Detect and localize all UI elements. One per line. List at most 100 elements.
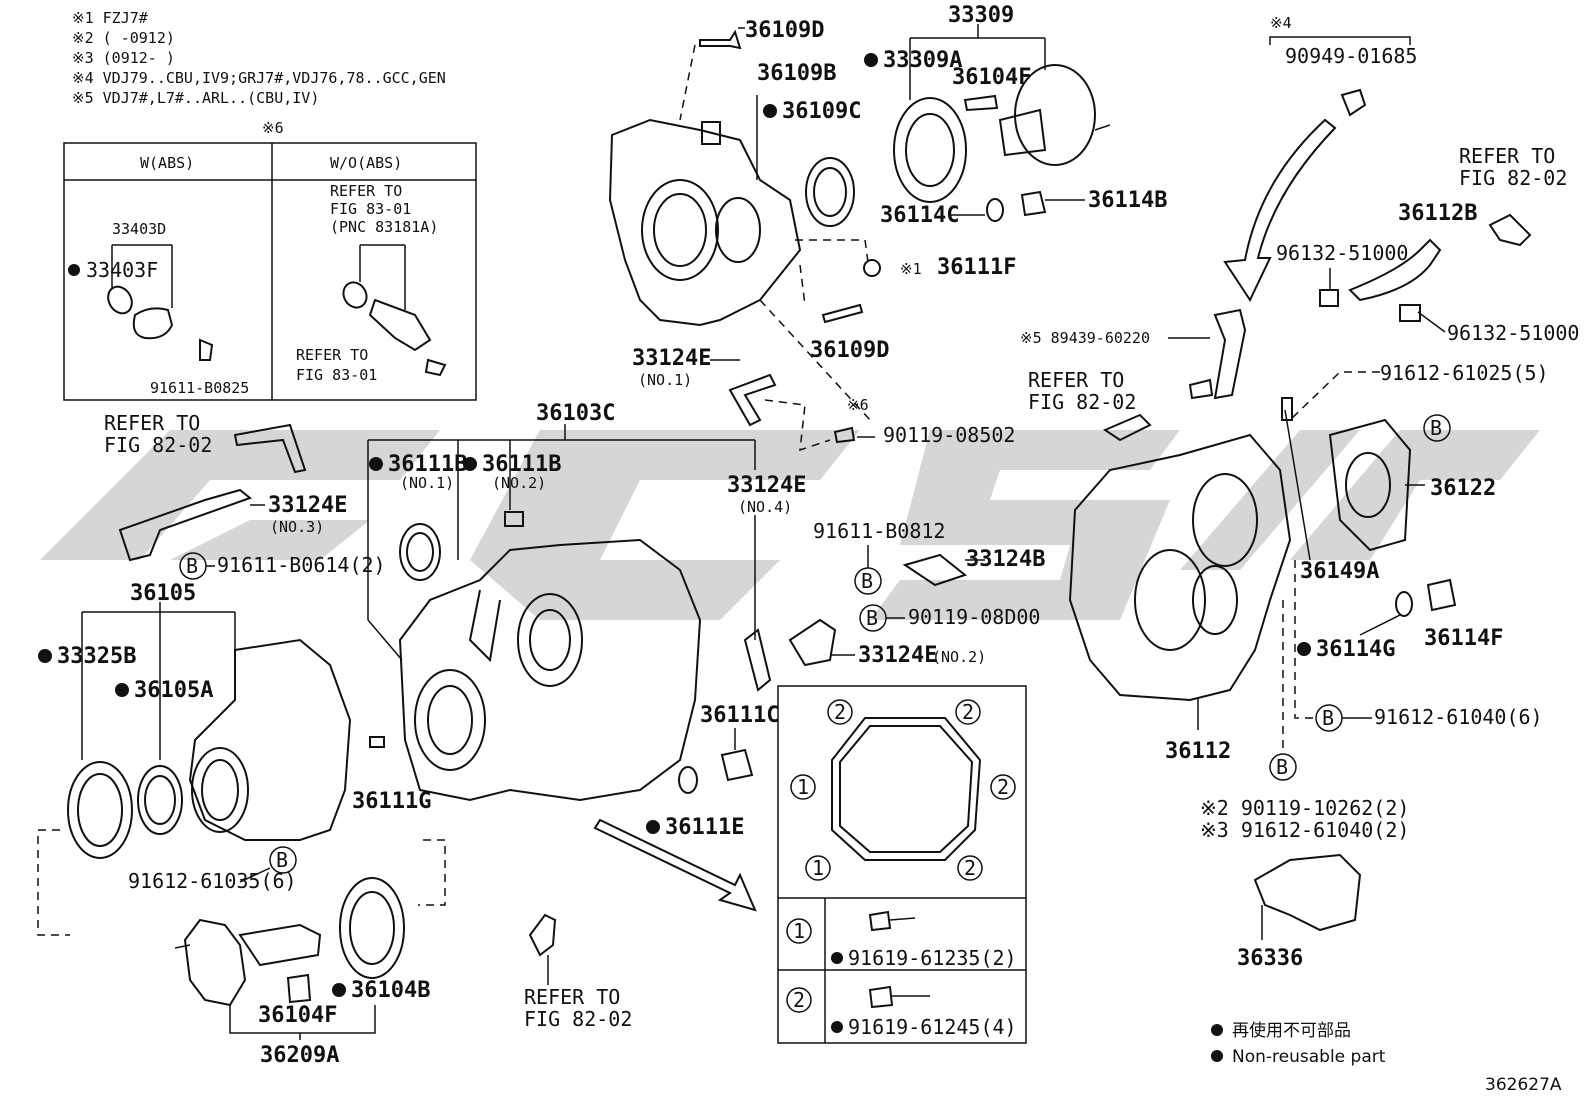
mark-1: ※1	[900, 260, 922, 278]
label-36209A: 36209A	[260, 1043, 339, 1068]
label-no1: (NO.1)	[638, 371, 692, 389]
svg-text:2: 2	[834, 700, 846, 724]
note-5: ※5 VDJ7#,L7#..ARL..(CBU,IV)	[72, 89, 319, 107]
label-36149A: 36149A	[1300, 559, 1379, 584]
label-36112: 36112	[1165, 739, 1231, 764]
label-36109C: 36109C	[782, 99, 861, 124]
label-36111B-a: 36111B	[388, 452, 467, 477]
label-36104F-top: 36104F	[952, 65, 1031, 90]
label-91611-B0614: 91611-B0614(2)	[217, 553, 386, 577]
label-90119-08502: 90119-08502	[883, 423, 1015, 447]
label-91612-61040: 91612-61040(6)	[1374, 705, 1543, 729]
svg-text:B: B	[1430, 416, 1442, 440]
gasket-box: 2 2 1 2 1 2 1 91619-61235(2) 2 91619-612…	[777, 685, 1027, 1044]
label-36105: 36105	[130, 581, 196, 606]
label-91611-B0812: 91611-B0812	[813, 519, 945, 543]
label-no2: (NO.2)	[932, 648, 986, 666]
watermark-logo	[40, 430, 1540, 620]
label-91611-B0825: 91611-B0825	[150, 379, 249, 397]
abs-table: ※6 W(ABS) W/O(ABS) 33403D 33403F 91611-B…	[63, 119, 477, 401]
label-96132-a: 96132-51000	[1276, 241, 1408, 265]
note-2: ※2 ( -0912)	[72, 29, 175, 47]
label-33124B: 33124B	[966, 547, 1045, 572]
legend-en: Non-reusable part	[1232, 1047, 1386, 1067]
svg-text:B: B	[276, 848, 288, 872]
svg-text:B: B	[1276, 755, 1288, 779]
label-36111B-b: 36111B	[482, 452, 561, 477]
ref-82-02-a2: FIG 82-02	[1459, 166, 1567, 190]
extension-housing	[188, 638, 352, 841]
ref-82-02-b2: FIG 82-02	[1028, 390, 1136, 414]
circle-b-markers: B B B B B B B	[179, 414, 1451, 874]
ref-82-02-d2: FIG 82-02	[524, 1007, 632, 1031]
svg-text:2: 2	[962, 700, 974, 724]
label-36114G: 36114G	[1316, 637, 1395, 662]
ref83-line1: REFER TO	[330, 182, 402, 200]
figure-id: 362627A	[1485, 1075, 1562, 1095]
abs-table-mark: ※6	[262, 119, 284, 137]
label-33403D: 33403D	[112, 220, 166, 238]
label-33124E-no2: 33124E	[858, 643, 937, 668]
label-36111E: 36111E	[665, 815, 744, 840]
front-cover-housing	[608, 118, 802, 327]
note-3: ※3 (0912- )	[72, 49, 175, 67]
ref-82-02-a1: REFER TO	[1459, 144, 1555, 168]
label-91612-61035: 91612-61035(6)	[128, 869, 297, 893]
label-36111C: 36111C	[700, 703, 779, 728]
label-bolt-2: 91619-61245(4)	[848, 1015, 1017, 1039]
svg-text:B: B	[186, 554, 198, 578]
label-36104F-bot: 36104F	[258, 1003, 337, 1028]
svg-text:1: 1	[793, 919, 805, 943]
label-89439: ※5 89439-60220	[1020, 329, 1150, 347]
label-no2b: (NO.2)	[492, 474, 546, 492]
col-wo-abs: W/O(ABS)	[330, 154, 402, 172]
ref83-line2: FIG 83-01	[330, 200, 411, 218]
note-1: ※1 FZJ7#	[72, 9, 148, 27]
mark-4: ※4	[1270, 14, 1292, 32]
label-36114F: 36114F	[1424, 626, 1503, 651]
label-90119-10262: ※2 90119-10262(2)	[1200, 796, 1409, 820]
label-33309: 33309	[948, 3, 1014, 28]
label-96132-b: 96132-51000	[1447, 321, 1579, 345]
label-no1b: (NO.1)	[400, 474, 454, 492]
label-36111G: 36111G	[352, 789, 431, 814]
label-36109D-top: 36109D	[745, 18, 824, 43]
label-91612-61040b: ※3 91612-61040(2)	[1200, 818, 1409, 842]
ref83-line3: (PNC 83181A)	[330, 218, 438, 236]
ref-82-02-b1: REFER TO	[1028, 368, 1124, 392]
label-33309A: 33309A	[883, 48, 962, 73]
ref-82-02-d1: REFER TO	[524, 985, 620, 1009]
label-36111F: 36111F	[937, 255, 1016, 280]
label-no4: (NO.4)	[738, 498, 792, 516]
label-no3: (NO.3)	[270, 518, 324, 536]
mark-6: ※6	[847, 396, 869, 414]
svg-text:B: B	[866, 606, 878, 630]
label-36105A: 36105A	[134, 678, 213, 703]
label-36114B: 36114B	[1088, 188, 1167, 213]
svg-text:2: 2	[793, 988, 805, 1012]
label-36109B: 36109B	[757, 61, 836, 86]
ref-82-02-c2: FIG 82-02	[104, 433, 212, 457]
label-33124E-no4: 33124E	[727, 473, 806, 498]
rear-housing	[1068, 433, 1292, 702]
note-4: ※4 VDJ79..CBU,IV9;GRJ7#,VDJ76,78..GCC,GE…	[72, 69, 446, 87]
label-33124E-no3: 33124E	[268, 493, 347, 518]
label-33403F: 33403F	[86, 258, 158, 282]
svg-text:2: 2	[964, 856, 976, 880]
label-36112B: 36112B	[1398, 201, 1477, 226]
ref83b-line1: REFER TO	[296, 346, 368, 364]
main-case	[398, 538, 702, 802]
label-36103C: 36103C	[536, 401, 615, 426]
label-36109D-mid: 36109D	[810, 338, 889, 363]
legend: 再使用不可部品 Non-reusable part	[1211, 1020, 1386, 1067]
label-33325B: 33325B	[57, 644, 136, 669]
label-36122: 36122	[1430, 476, 1496, 501]
label-33124E-no1: 33124E	[632, 346, 711, 371]
label-36114C: 36114C	[880, 203, 959, 228]
ref83b-line2: FIG 83-01	[296, 366, 377, 384]
svg-text:1: 1	[812, 856, 824, 880]
ref-82-02-c1: REFER TO	[104, 411, 200, 435]
label-bolt-1: 91619-61235(2)	[848, 946, 1017, 970]
svg-text:1: 1	[797, 775, 809, 799]
